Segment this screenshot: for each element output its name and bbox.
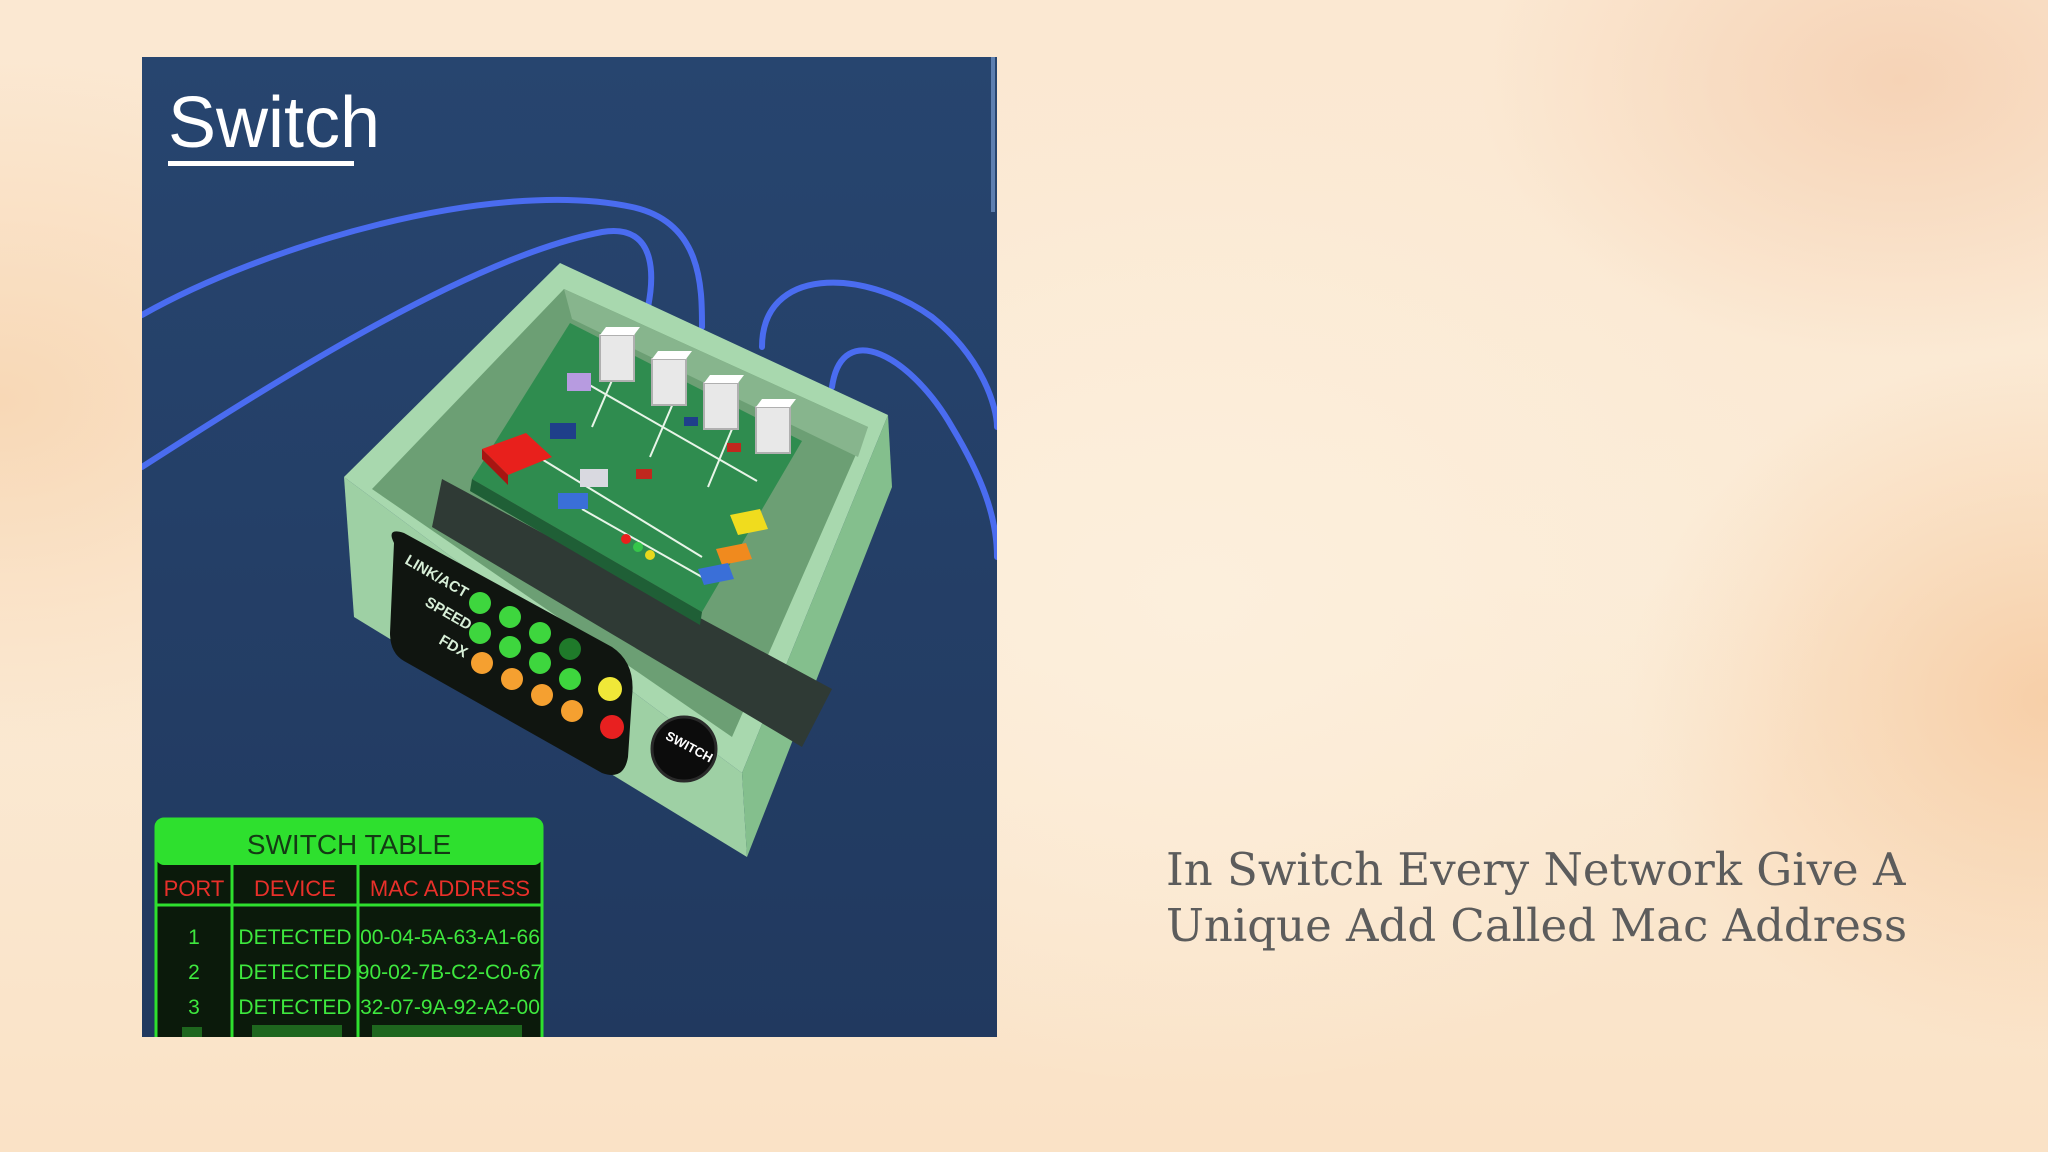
table-cell-port: 1 [188, 926, 200, 949]
table-cell-mac: 32-07-9A-92-A2-00 [360, 996, 540, 1019]
table-cell-port: 3 [188, 996, 200, 1019]
table-cell-device: DETECTED [238, 996, 351, 1019]
table-cell-port: 2 [188, 961, 200, 984]
switch-device: LINK/ACT SPEED FDX SWITCH [344, 263, 892, 857]
caption-line-1: In Switch Every Network Give A [1166, 843, 1906, 896]
panel-edge [991, 57, 995, 212]
network-cables [142, 196, 997, 560]
table-cell-mac: 00-04-5A-63-A1-66 [360, 926, 540, 949]
status-leds [469, 592, 624, 739]
table-cell-device: DETECTED [238, 961, 351, 984]
table-header-port: PORT [164, 876, 225, 901]
switch-table-title: SWITCH TABLE [247, 829, 451, 860]
table-header-device: DEVICE [254, 876, 336, 901]
switch-illustration: Switch [142, 57, 997, 1037]
table-cell-device: DETECTED [238, 926, 351, 949]
table-header-mac: MAC ADDRESS [370, 876, 530, 901]
switch-table: SWITCH TABLE PORT DEVICE MAC ADDRESS 1 D… [154, 817, 544, 1037]
image-title: Switch [168, 83, 380, 163]
image-title-underline [168, 161, 354, 166]
table-cell-mac: 90-02-7B-C2-C0-67 [358, 961, 542, 984]
slide-caption: In Switch Every Network Give A Unique Ad… [1166, 842, 1946, 954]
caption-line-2: Unique Add Called Mac Address [1166, 899, 1908, 952]
